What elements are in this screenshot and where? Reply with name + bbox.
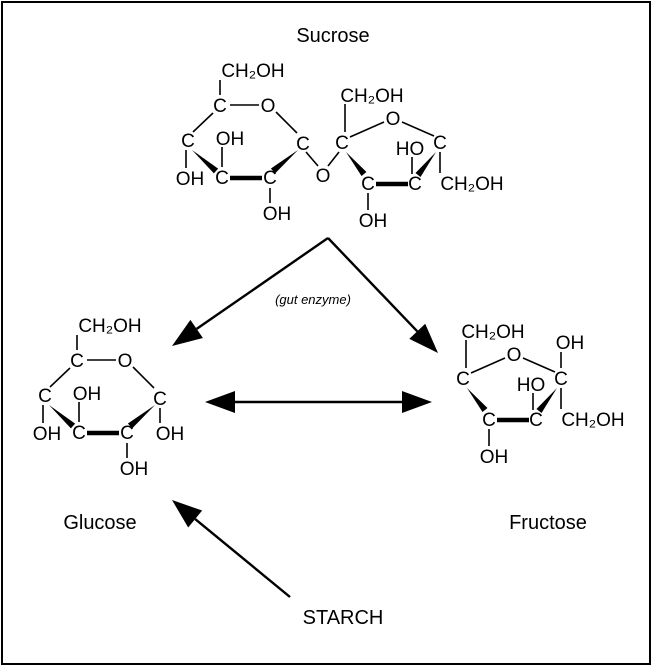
atom-oh: OH: [359, 211, 388, 232]
atom-c: C: [215, 168, 229, 189]
atom-oh: OH: [156, 424, 185, 445]
wedge-bond: [127, 405, 155, 429]
atom-o: O: [261, 96, 276, 117]
atom-c: C: [296, 134, 310, 155]
fructose-label: Fructose: [509, 512, 587, 534]
atom-ho: HO: [396, 139, 425, 160]
arrow-shaft: [194, 518, 291, 598]
enzyme-label: (gut enzyme): [275, 292, 351, 307]
atom-ho: HO: [517, 375, 546, 396]
atom-c: C: [482, 410, 496, 431]
bond: [192, 112, 214, 133]
atom-c: C: [335, 133, 349, 154]
atom-c: C: [263, 168, 277, 189]
atom-c: C: [529, 410, 543, 431]
wedge-bond: [536, 388, 557, 413]
starch-label: STARCH: [303, 607, 384, 629]
atom-c: C: [456, 369, 470, 390]
wedge-bond: [415, 152, 436, 177]
sucrose-label: Sucrose: [296, 25, 369, 47]
atom-c: C: [361, 174, 375, 195]
atom-ch2oh: CH₂OH: [78, 316, 141, 337]
bond: [132, 366, 155, 389]
bond: [327, 151, 340, 167]
arrow-sucrose-to-glucose: [172, 237, 329, 346]
wedge-bond: [467, 388, 488, 413]
arrow-shaft: [195, 237, 329, 330]
bond: [275, 111, 298, 134]
arrow-sucrose-to-fructose: [327, 237, 438, 353]
atom-ch2oh: CH₂OH: [340, 86, 403, 107]
wedge-bond: [192, 150, 219, 174]
atom-ch2oh: CH₂OH: [221, 61, 284, 82]
atom-c: C: [408, 174, 422, 195]
atom-ch2oh: CH₂OH: [461, 322, 524, 343]
atom-oh: OH: [216, 129, 245, 150]
atom-c: C: [181, 131, 195, 152]
arrowhead: [172, 319, 203, 346]
glucose-label: Glucose: [63, 512, 136, 534]
arrowhead: [172, 500, 203, 528]
atom-c: C: [554, 369, 568, 390]
arrow-starch-to-glucose: [172, 500, 291, 598]
arrow-glucose-fructose-interconversion: [205, 391, 432, 413]
atom-c: C: [120, 423, 134, 444]
atom-c: C: [153, 389, 167, 410]
atom-c: C: [70, 351, 84, 372]
bond: [401, 121, 435, 137]
arrowhead: [402, 391, 432, 413]
wedge-bond: [346, 152, 367, 177]
atom-oh: OH: [263, 204, 292, 225]
atom-oh: OH: [480, 447, 509, 468]
bond: [522, 357, 556, 373]
bond: [349, 121, 385, 138]
atom-oh: OH: [556, 333, 585, 354]
atom-c: C: [433, 133, 447, 154]
atom-c: C: [38, 386, 52, 407]
arrowhead: [205, 391, 235, 413]
atom-oh: OH: [73, 384, 102, 405]
wedge-bond: [270, 150, 298, 174]
bond: [49, 367, 71, 388]
atom-oh: OH: [176, 169, 205, 190]
bond: [470, 357, 506, 374]
wedge-bond: [49, 405, 76, 429]
atom-c: C: [72, 423, 86, 444]
atom-ch2oh: CH₂OH: [440, 174, 503, 195]
atom-o: O: [118, 351, 133, 372]
atom-oh: OH: [33, 424, 62, 445]
bond: [305, 151, 319, 167]
atom-ch2oh: CH₂OH: [561, 410, 624, 431]
atom-o: O: [507, 345, 522, 366]
arrow-shaft: [327, 237, 419, 333]
arrowhead: [409, 323, 438, 353]
atom-o: O: [316, 166, 331, 187]
atom-c: C: [213, 96, 227, 117]
atom-o: O: [386, 109, 401, 130]
atom-oh: OH: [120, 459, 149, 480]
